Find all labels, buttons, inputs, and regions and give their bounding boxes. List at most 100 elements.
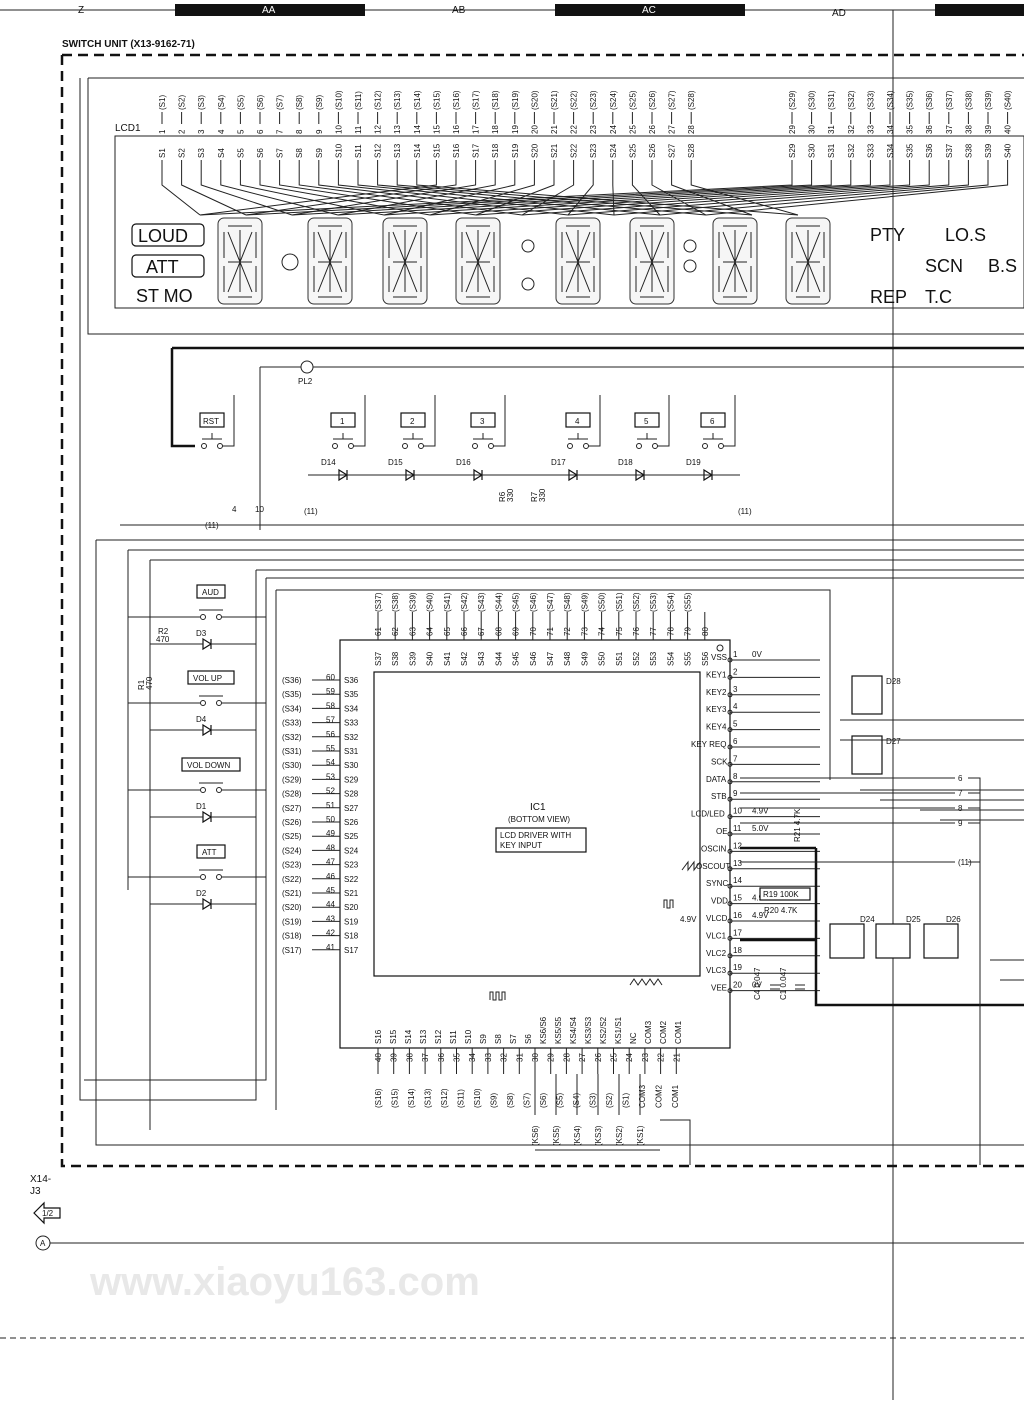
ic-pin-ext: (S54) [666, 592, 675, 612]
lcd-trace [416, 160, 799, 216]
ic1-desc-2: KEY INPUT [500, 841, 542, 850]
ic-pin-number: 14 [733, 876, 742, 885]
lamp-pl2 [300, 360, 314, 374]
ic-pin-ext: (S7) [523, 1093, 532, 1108]
ic-pin-number: 7 [733, 754, 738, 763]
ic-pin-number: 1 [733, 650, 738, 659]
conn-11b: (11) [738, 507, 752, 516]
lcd-top-label: (S37) [945, 90, 954, 110]
switch-label: 5 [644, 417, 649, 426]
ic-pin-name: VLCD [706, 914, 728, 923]
lcd-pin-name: S24 [609, 143, 618, 158]
lcd-pin-number: 38 [964, 125, 973, 134]
r6-label: R6 [498, 491, 507, 502]
ic-pin-ext: COM1 [671, 1084, 680, 1108]
ic-pin-ext: (S38) [391, 592, 400, 612]
lcd-top-label: (S35) [906, 90, 915, 110]
ic-pin-number: 16 [733, 911, 742, 920]
ic-pin-name: S48 [563, 651, 572, 666]
ic-pin-name: KS4/S4 [569, 1016, 578, 1044]
ic-pin-ext: (S26) [282, 818, 302, 827]
lcd-pin-number: 30 [808, 125, 817, 134]
right-parts: D28 D27 D24 D25 D26 R19 100K R20 4.7K R2… [740, 675, 1024, 1007]
diode-label: D3 [196, 629, 207, 638]
diode-label: D15 [388, 458, 403, 467]
page-arrow [33, 1201, 61, 1225]
right-conn-label: 7 [958, 789, 963, 798]
lcd-top-label: (S9) [315, 95, 324, 110]
d28-label: D28 [886, 677, 901, 686]
ic-pin-ext: (S33) [282, 719, 302, 728]
ic1-ref: IC1 [530, 802, 546, 813]
ic-pin-number: 58 [326, 701, 335, 710]
switch-3: 3 [470, 395, 506, 449]
ic-pin-ext: (S47) [546, 592, 555, 612]
lcd-top-label: (S29) [788, 90, 797, 110]
ic-pin-ext: (S22) [282, 875, 302, 884]
ic-pin-ext: COM3 [638, 1084, 647, 1108]
indicator-att: ATT [146, 257, 179, 277]
watermark: www.xiaoyu163.com [89, 1260, 480, 1304]
ic-pin-name: S27 [344, 804, 359, 813]
diode-d19: D19 [686, 458, 714, 482]
lcd-pin-number: 9 [315, 129, 324, 134]
ic-pin-name: S16 [374, 1029, 383, 1044]
lcd-trace [199, 160, 793, 216]
ic-pin-ext: (S31) [282, 747, 302, 756]
ic-pin-ext: (S49) [580, 592, 589, 612]
column-header: Z AA AB AC AD [0, 4, 1024, 1400]
lcd-pin-number: 4 [217, 129, 226, 134]
ic-pin-number: 20 [733, 981, 742, 990]
lcd-pin-number: 33 [866, 125, 875, 134]
lcd-top-label: (S40) [1004, 90, 1013, 110]
lcd-top-label: (S7) [276, 95, 285, 110]
ic-pin-number: 4 [733, 702, 738, 711]
lcd-top-label: (S34) [886, 90, 895, 110]
diode-d18: D18 [618, 458, 646, 482]
col-ab: AB [452, 5, 466, 16]
lcd-pin-number: 22 [570, 125, 579, 134]
right-conn-label: 9 [958, 819, 963, 828]
lcd-top-label: (S25) [628, 90, 637, 110]
ic-pin-ext: (S44) [494, 592, 503, 612]
lcd-digit [712, 217, 758, 305]
switch-1: 1 [330, 395, 366, 449]
d25-label: D25 [906, 915, 921, 924]
lcd-top-label: (S20) [530, 90, 539, 110]
ic-ks-label: (KS3) [594, 1125, 603, 1146]
lcd-trace [631, 160, 661, 216]
switch-2: 2 [400, 395, 436, 449]
ic-pin-name: S47 [546, 651, 555, 666]
r7-label: R7 [530, 491, 539, 502]
waveform-sine [629, 978, 663, 986]
lcd-pin-name: S36 [925, 143, 934, 158]
lcd-top-label: (S23) [589, 90, 598, 110]
ic1-core [373, 671, 701, 977]
lcd-digit [785, 217, 831, 305]
lcd-trace [337, 160, 615, 216]
ic-pin-name: SCK [711, 757, 728, 766]
lcd-trace [357, 160, 661, 216]
waveform-saw [681, 860, 701, 872]
lcd-digit [217, 217, 263, 305]
diode-label: D17 [551, 458, 566, 467]
ic-pin-ext: (S55) [684, 592, 693, 612]
ic-pin-ext: (S53) [649, 592, 658, 612]
lcd-trace [259, 160, 431, 216]
ic-pin-name: VLC1 [706, 931, 727, 940]
lcd-pin-name: S38 [964, 143, 973, 158]
ic-pin-number: 49 [326, 829, 335, 838]
ic-pin-name: S54 [666, 651, 675, 666]
lcd-pin-name: S29 [788, 143, 797, 158]
lcd-trace [383, 160, 871, 216]
ic-pin-ext: (S18) [282, 932, 302, 941]
d26-label: D26 [946, 915, 961, 924]
ic-pin-ext: (S13) [424, 1088, 433, 1108]
ic-pin-volt: 4.9V [752, 807, 769, 816]
lcd-pin-number: 11 [354, 125, 363, 134]
ic-pin-ext: (S5) [556, 1093, 565, 1108]
lcd-top-label: (S38) [964, 90, 973, 110]
ic-pin-number: 46 [326, 872, 335, 881]
lcd-top-label: (S2) [178, 95, 187, 110]
